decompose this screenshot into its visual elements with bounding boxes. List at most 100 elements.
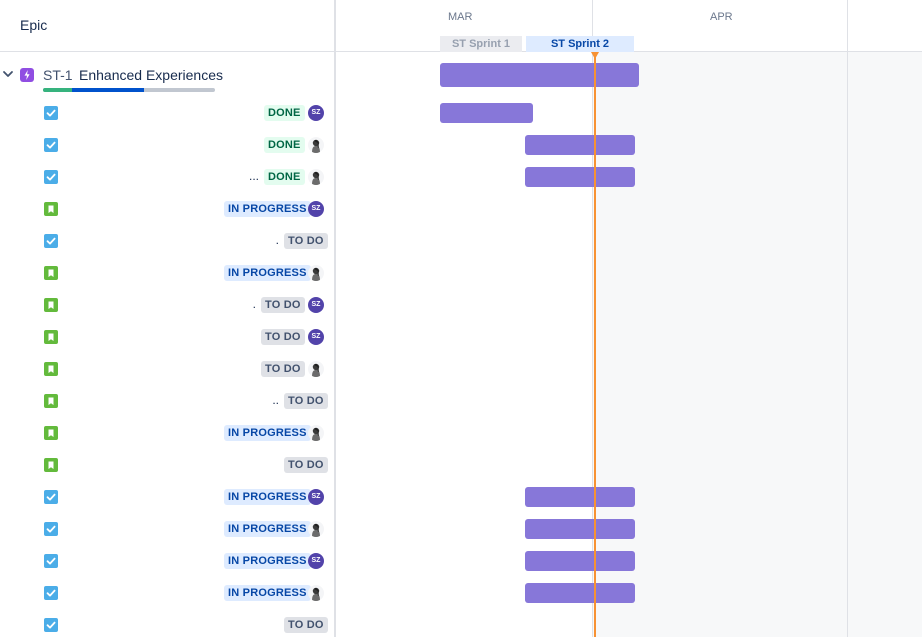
issue-schedule-bar[interactable] [525, 583, 635, 603]
story-bookmark-icon [44, 362, 58, 376]
status-lozenge[interactable]: IN PROGRESS [224, 425, 311, 441]
status-lozenge[interactable]: IN PROGRESS [224, 265, 311, 281]
story-bookmark-icon [44, 330, 58, 344]
user-avatar-photo[interactable] [308, 361, 324, 377]
timeline-header: MAR APR ST Sprint 1 ST Sprint 2 [336, 0, 922, 52]
avatar-initials[interactable]: SZ [308, 201, 324, 217]
issue-row[interactable]: IN PROGRESS [0, 577, 335, 609]
issue-summary[interactable]: ... [248, 169, 259, 183]
issue-schedule-bar[interactable] [525, 487, 635, 507]
story-bookmark-icon [44, 266, 58, 280]
status-lozenge[interactable]: TO DO [284, 233, 328, 249]
status-lozenge[interactable]: TO DO [284, 457, 328, 473]
task-checkbox-icon [44, 490, 58, 504]
task-checkbox-icon [44, 234, 58, 248]
issue-summary[interactable]: . [275, 233, 279, 247]
epic-lightning-icon [20, 68, 34, 82]
issue-schedule-bar[interactable] [440, 103, 533, 123]
sprint-1-chip[interactable]: ST Sprint 1 [440, 36, 522, 52]
month-divider [592, 0, 593, 52]
month-divider [847, 0, 848, 637]
epic-title[interactable]: Enhanced Experiences [79, 67, 223, 83]
month-divider [592, 0, 593, 637]
task-checkbox-icon [44, 138, 58, 152]
user-avatar-photo[interactable] [308, 521, 324, 537]
story-bookmark-icon [44, 394, 58, 408]
avatar-initials[interactable]: SZ [308, 489, 324, 505]
task-checkbox-icon [44, 586, 58, 600]
today-marker-icon [591, 52, 599, 59]
status-lozenge[interactable]: TO DO [261, 361, 305, 377]
issue-row[interactable]: IN PROGRESS [0, 417, 335, 449]
epic-key[interactable]: ST-1 [43, 67, 73, 83]
issue-schedule-bar[interactable] [525, 519, 635, 539]
issue-row[interactable]: .. TO DO [0, 385, 335, 417]
status-lozenge[interactable]: DONE [264, 137, 305, 153]
issue-schedule-bar[interactable] [525, 551, 635, 571]
user-avatar-photo[interactable] [308, 137, 324, 153]
epic-progress-bar [43, 88, 215, 92]
today-line [594, 56, 596, 637]
status-lozenge[interactable]: TO DO [284, 617, 328, 633]
status-lozenge[interactable]: DONE [264, 169, 305, 185]
month-label-mar: MAR [448, 11, 473, 23]
issue-row[interactable]: . TO DO [0, 225, 335, 257]
sprint-2-chip[interactable]: ST Sprint 2 [526, 36, 634, 52]
progress-in-progress-segment [72, 88, 144, 92]
story-bookmark-icon [44, 458, 58, 472]
issue-row[interactable]: TO DO [0, 609, 335, 637]
task-checkbox-icon [44, 522, 58, 536]
status-lozenge[interactable]: TO DO [284, 393, 328, 409]
issue-row[interactable]: IN PROGRESS [0, 257, 335, 289]
avatar-initials[interactable]: SZ [308, 105, 324, 121]
story-bookmark-icon [44, 298, 58, 312]
story-bookmark-icon [44, 202, 58, 216]
epic-row[interactable]: ST-1 Enhanced Experiences [0, 60, 335, 92]
status-lozenge[interactable]: IN PROGRESS [224, 201, 311, 217]
timeline-panel: MAR APR ST Sprint 1 ST Sprint 2 [336, 0, 922, 637]
panel-divider[interactable] [334, 0, 336, 637]
list-header: Epic [0, 0, 335, 52]
epic-column-label: Epic [20, 17, 48, 33]
month-label-apr: APR [710, 11, 733, 23]
avatar-initials[interactable]: SZ [308, 553, 324, 569]
story-bookmark-icon [44, 426, 58, 440]
issue-row[interactable]: ... DONE [0, 161, 335, 193]
issue-schedule-bar[interactable] [525, 135, 635, 155]
issue-row[interactable]: TO DO [0, 449, 335, 481]
task-checkbox-icon [44, 170, 58, 184]
status-lozenge[interactable]: DONE [264, 105, 305, 121]
epic-schedule-bar[interactable] [440, 63, 639, 87]
user-avatar-photo[interactable] [308, 265, 324, 281]
avatar-initials[interactable]: SZ [308, 329, 324, 345]
issue-row[interactable]: TO DO [0, 353, 335, 385]
issue-summary[interactable]: . [252, 297, 256, 311]
user-avatar-photo[interactable] [308, 585, 324, 601]
status-lozenge[interactable]: TO DO [261, 297, 305, 313]
status-lozenge[interactable]: IN PROGRESS [224, 521, 311, 537]
chevron-down-icon[interactable] [2, 68, 14, 80]
status-lozenge[interactable]: IN PROGRESS [224, 585, 311, 601]
status-lozenge[interactable]: IN PROGRESS [224, 553, 311, 569]
month-divider [847, 0, 848, 52]
issue-row[interactable]: DONE [0, 129, 335, 161]
issue-summary[interactable]: .. [272, 393, 279, 407]
task-checkbox-icon [44, 554, 58, 568]
user-avatar-photo[interactable] [308, 169, 324, 185]
user-avatar-photo[interactable] [308, 425, 324, 441]
issue-schedule-bar[interactable] [525, 167, 635, 187]
status-lozenge[interactable]: IN PROGRESS [224, 489, 311, 505]
status-lozenge[interactable]: TO DO [261, 329, 305, 345]
progress-done-segment [43, 88, 72, 92]
avatar-initials[interactable]: SZ [308, 297, 324, 313]
task-checkbox-icon [44, 618, 58, 632]
issue-row[interactable]: IN PROGRESS [0, 513, 335, 545]
